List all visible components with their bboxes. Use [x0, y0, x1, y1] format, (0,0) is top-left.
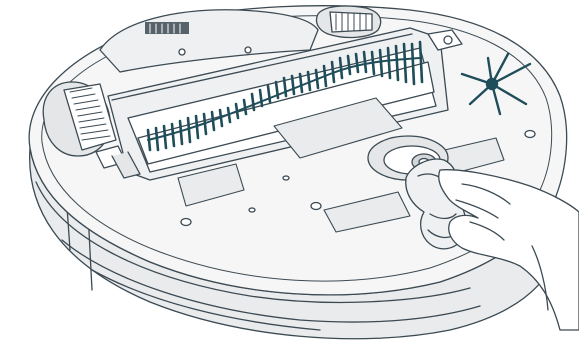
vent-grille: [145, 22, 189, 34]
drive-wheel-right: [316, 6, 380, 37]
screw-hole: [179, 49, 185, 55]
screw-hole: [245, 47, 251, 53]
